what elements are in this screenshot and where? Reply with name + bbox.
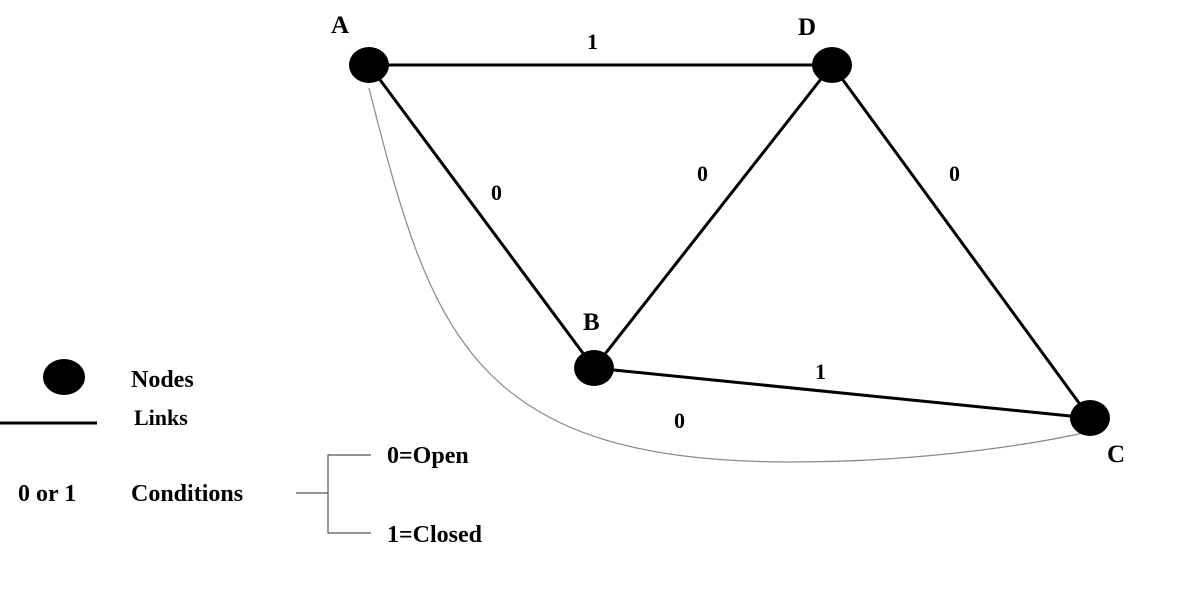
edge-a-b — [367, 64, 596, 369]
edge-b-d — [592, 64, 834, 369]
node-b — [574, 350, 614, 386]
node-d — [812, 47, 852, 83]
legend-conditions-label: Conditions — [131, 481, 243, 507]
edge-label-a-c: 0 — [674, 408, 685, 433]
edge-a-c-curved — [368, 87, 1089, 463]
legend-closed-label: 1=Closed — [387, 522, 483, 548]
edge-label-b-c: 1 — [815, 359, 826, 384]
legend-nodes-label: Nodes — [131, 367, 194, 393]
node-label-d: D — [798, 14, 816, 41]
legend-open-label: 0=Open — [387, 443, 469, 469]
node-label-c: C — [1107, 441, 1125, 468]
legend-bracket-arms — [327, 454, 371, 534]
legend-links-label: Links — [134, 405, 188, 430]
node-c — [1070, 400, 1110, 436]
edge-label-a-b: 0 — [491, 180, 502, 205]
node-label-b: B — [583, 309, 600, 336]
node-label-a: A — [331, 12, 349, 39]
legend-conditions-key: 0 or 1 — [18, 481, 76, 507]
edge-label-a-d: 1 — [587, 29, 598, 54]
edge-label-b-d: 0 — [697, 161, 708, 186]
edge-label-d-c: 0 — [949, 161, 960, 186]
legend-node-icon — [43, 359, 85, 395]
node-a — [349, 47, 389, 83]
edge-d-c — [830, 64, 1092, 419]
edge-b-c — [593, 366, 1091, 420]
